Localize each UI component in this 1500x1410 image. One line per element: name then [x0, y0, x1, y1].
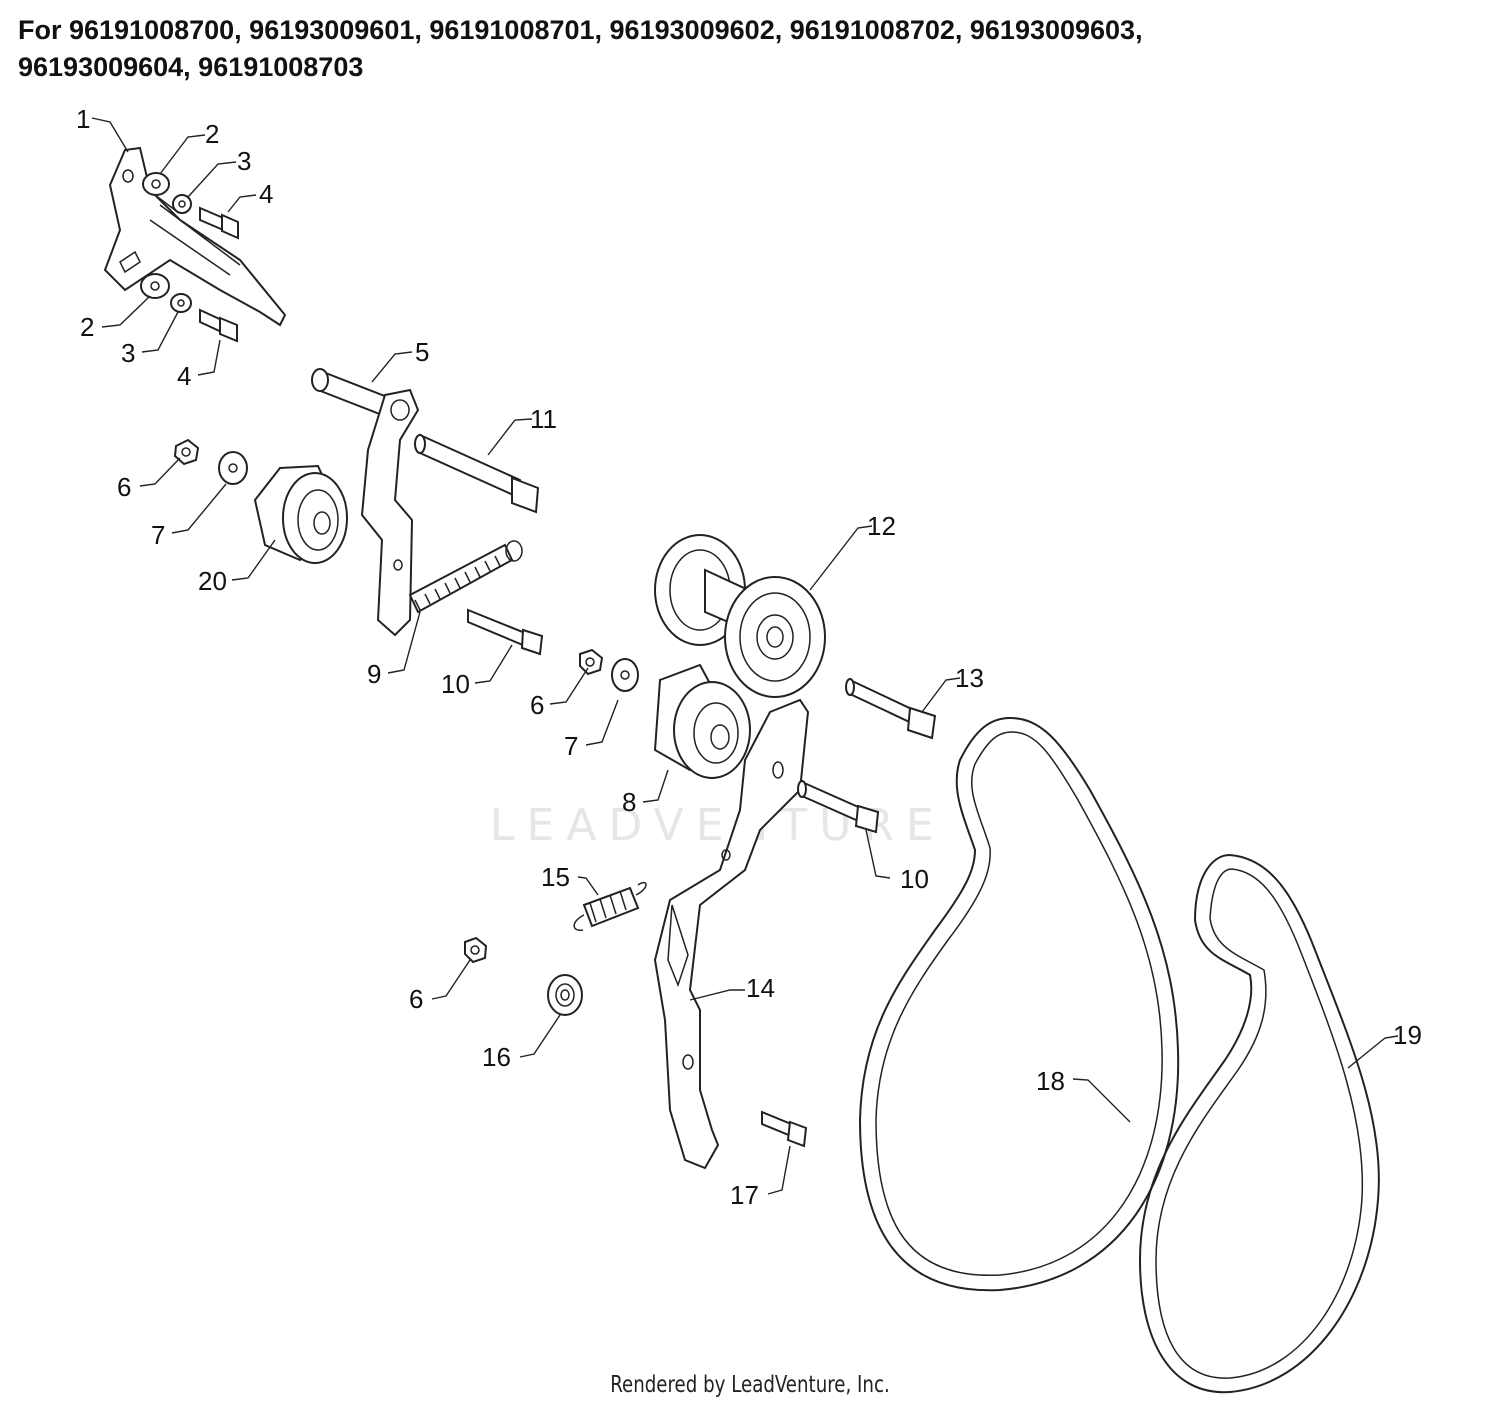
model-numbers-line-2: 96193009604, 96191008703	[18, 52, 364, 82]
callout-9: 9	[367, 659, 381, 689]
part-10-bolt-upper	[467, 608, 544, 656]
part-20-pulley	[253, 464, 348, 564]
callout-6-lower: 6	[409, 984, 423, 1014]
callout-18: 18	[1036, 1066, 1065, 1096]
part-17-bolt	[761, 1110, 808, 1148]
callout-4-lower: 4	[177, 361, 191, 391]
part-1-bracket	[103, 146, 287, 327]
callout-15: 15	[541, 862, 570, 892]
callout-6-middle: 6	[530, 690, 544, 720]
callout-8: 8	[622, 787, 636, 817]
callout-16: 16	[482, 1042, 511, 1072]
callout-numbers: 1 2 3 4 2 3 4 5 11 6 7 20 9 10 12 6 7 8 …	[76, 104, 1422, 1210]
part-3-lockwasher-upper	[172, 194, 192, 214]
part-10-bolt-lower	[797, 780, 880, 834]
callout-10-lower: 10	[900, 864, 929, 894]
part-4-bolt-lower	[199, 308, 238, 343]
part-4-bolt-upper	[199, 206, 239, 240]
part-6-nut-upper	[173, 438, 200, 466]
part-19-belt	[1138, 853, 1380, 1394]
callout-3-upper: 3	[237, 146, 251, 176]
part-15-spring	[573, 881, 647, 931]
part-13-bolt	[845, 678, 937, 740]
part-14-tension-arm	[653, 698, 810, 1170]
callout-7-upper: 7	[151, 520, 165, 550]
callout-20: 20	[198, 566, 227, 596]
part-18-belt	[858, 716, 1180, 1292]
callout-14: 14	[746, 973, 775, 1003]
part-11-long-bolt	[414, 433, 540, 514]
callout-10-upper: 10	[441, 669, 470, 699]
part-6-nut-middle	[579, 648, 604, 676]
part-8-pulley	[653, 663, 751, 779]
part-12-double-pulley	[654, 534, 826, 698]
part-7-washer-middle	[611, 658, 639, 692]
callout-3-lower: 3	[121, 338, 135, 368]
part-6-nut-lower	[464, 936, 488, 964]
callout-7-middle: 7	[564, 731, 578, 761]
part-3-lockwasher-lower	[170, 293, 192, 313]
footer-credit: Rendered by LeadVenture, Inc.	[610, 1372, 890, 1398]
parts-diagram-header: For 96191008700, 96193009601, 9619100870…	[18, 12, 1488, 86]
part-2-washer-upper	[142, 172, 170, 196]
callout-19: 19	[1393, 1020, 1422, 1050]
callout-13: 13	[955, 663, 984, 693]
callout-2-upper: 2	[205, 119, 219, 149]
model-numbers-line-1: For 96191008700, 96193009601, 9619100870…	[18, 15, 1143, 45]
leader-lines	[91, 117, 1399, 1195]
callout-12: 12	[867, 511, 896, 541]
callout-1: 1	[76, 104, 90, 134]
part-9-spring	[408, 540, 523, 614]
callout-11: 11	[530, 404, 557, 434]
callout-4-upper: 4	[259, 179, 273, 209]
part-5-idler-arm	[311, 368, 420, 637]
callout-6-upper: 6	[117, 472, 131, 502]
callout-2-lower: 2	[80, 312, 94, 342]
part-2-washer-lower	[140, 273, 170, 299]
callout-17: 17	[730, 1180, 759, 1210]
part-16-bushing	[547, 974, 583, 1016]
callout-5: 5	[415, 337, 429, 367]
part-7-washer-upper	[218, 451, 248, 485]
